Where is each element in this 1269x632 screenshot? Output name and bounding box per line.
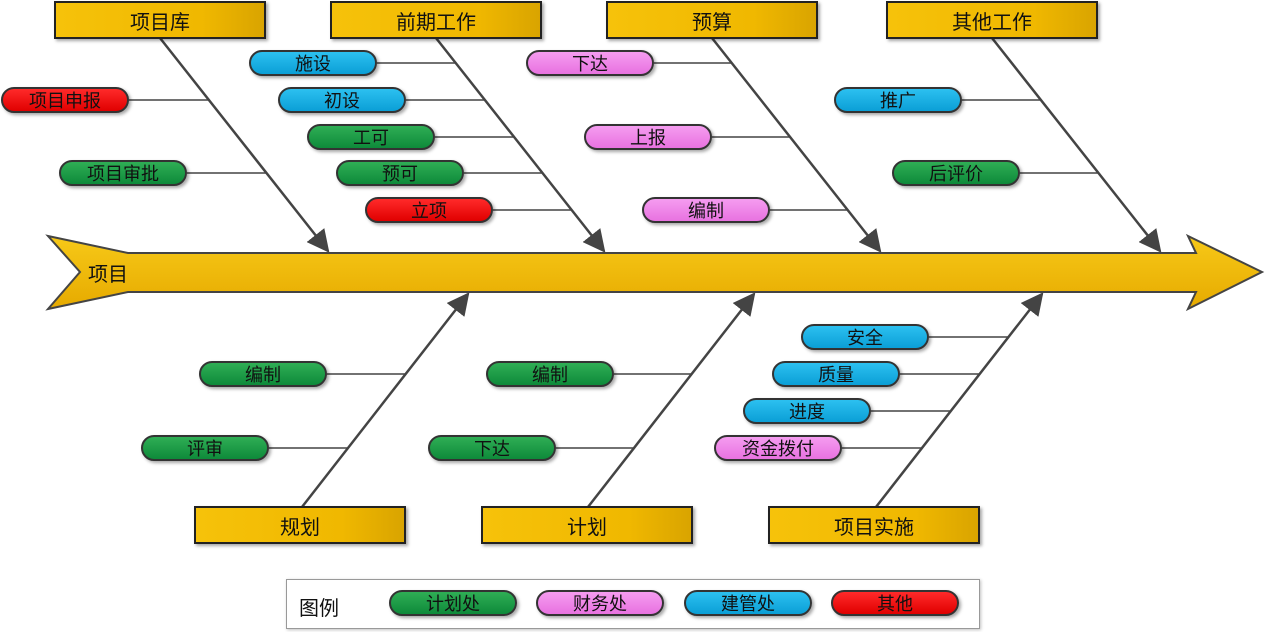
category-yusuan: 预算 — [606, 1, 818, 39]
category-jihua: 计划 — [481, 506, 693, 544]
item-guihua-bianzhi: 编制 — [199, 361, 327, 387]
spine-label: 项目 — [88, 261, 128, 286]
legend-entry-caiwuchu: 财务处 — [536, 590, 664, 616]
category-shishi: 项目实施 — [768, 506, 980, 544]
item-yusuan-shangbao: 上报 — [584, 124, 712, 150]
item-gongke: 工可 — [307, 124, 435, 150]
item-yusuan-bianzhi: 编制 — [642, 197, 770, 223]
item-xiangmu-shenbao: 项目申报 — [1, 87, 129, 113]
bone-guihua — [301, 292, 470, 508]
item-jihua-bianzhi: 编制 — [486, 361, 614, 387]
item-jihua-xiada: 下达 — [428, 435, 556, 461]
item-shishe: 施设 — [249, 50, 377, 76]
item-yusuan-xiada: 下达 — [526, 50, 654, 76]
spine-arrow — [45, 233, 1265, 312]
item-jindu: 进度 — [743, 398, 871, 424]
item-tuiguang: 推广 — [834, 87, 962, 113]
bone-shishi — [875, 292, 1044, 508]
bone-jihua — [587, 292, 756, 508]
bone-xiangmuku — [159, 37, 330, 253]
item-zijin-bofu: 资金拨付 — [714, 435, 842, 461]
item-xiangmu-shenpi: 项目审批 — [59, 160, 187, 186]
item-houpingjia: 后评价 — [892, 160, 1020, 186]
item-lixiang: 立项 — [365, 197, 493, 223]
category-qita: 其他工作 — [886, 1, 1098, 39]
item-yuke: 预可 — [336, 160, 464, 186]
bone-yusuan — [711, 37, 882, 253]
legend-entry-jihuachu: 计划处 — [389, 590, 517, 616]
legend-entry-jianguanchu: 建管处 — [684, 590, 812, 616]
category-guihua: 规划 — [194, 506, 406, 544]
item-anquan: 安全 — [801, 324, 929, 350]
bone-qianqi — [435, 37, 606, 253]
item-chushe: 初设 — [278, 87, 406, 113]
legend-entry-qita: 其他 — [831, 590, 959, 616]
item-zhiliang: 质量 — [772, 361, 900, 387]
item-guihua-pingshen: 评审 — [141, 435, 269, 461]
legend-title: 图例 — [299, 596, 339, 620]
bone-qita — [991, 37, 1162, 253]
category-qianqi: 前期工作 — [330, 1, 542, 39]
category-xiangmuku: 项目库 — [54, 1, 266, 39]
